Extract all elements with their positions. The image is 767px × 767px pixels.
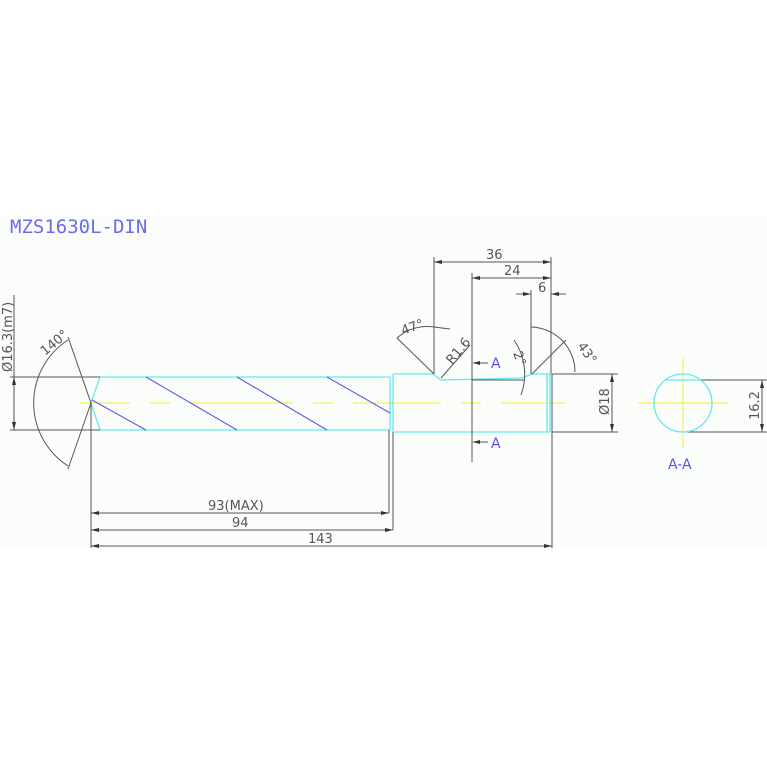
- section-marker-top: A: [491, 356, 501, 372]
- flat-angle-label: 2°: [509, 349, 528, 368]
- section-marker-bottom: A: [491, 436, 501, 452]
- notch-angle-left-label: 47°: [399, 317, 426, 339]
- body-diameter-label: Ø16.3(m7): [1, 302, 16, 372]
- flat-total-label: 36: [486, 248, 503, 263]
- dimension-lines: [10, 257, 767, 548]
- arrowheads: [12, 260, 764, 548]
- shank-diameter-label: Ø18: [598, 388, 613, 415]
- end-length-label: 6: [538, 281, 546, 296]
- notch-angle-right-label: 43°: [574, 340, 600, 367]
- drawing-canvas: [0, 216, 767, 548]
- drawing-title: MZS1630L-DIN: [10, 216, 147, 238]
- section-view-label: A-A: [668, 457, 692, 473]
- section-flat-label: 16.2: [748, 391, 763, 420]
- tip-angle-label: 140°: [38, 327, 72, 359]
- flute-lines: [91, 376, 391, 431]
- notch-radius-label: R1.6: [444, 335, 475, 367]
- overall-length-label: 143: [308, 532, 333, 547]
- shank-start-label: 94: [232, 516, 249, 531]
- section-view: [638, 358, 728, 448]
- flute-length-label: 93(MAX): [208, 499, 264, 514]
- flat-length-label: 24: [504, 264, 521, 279]
